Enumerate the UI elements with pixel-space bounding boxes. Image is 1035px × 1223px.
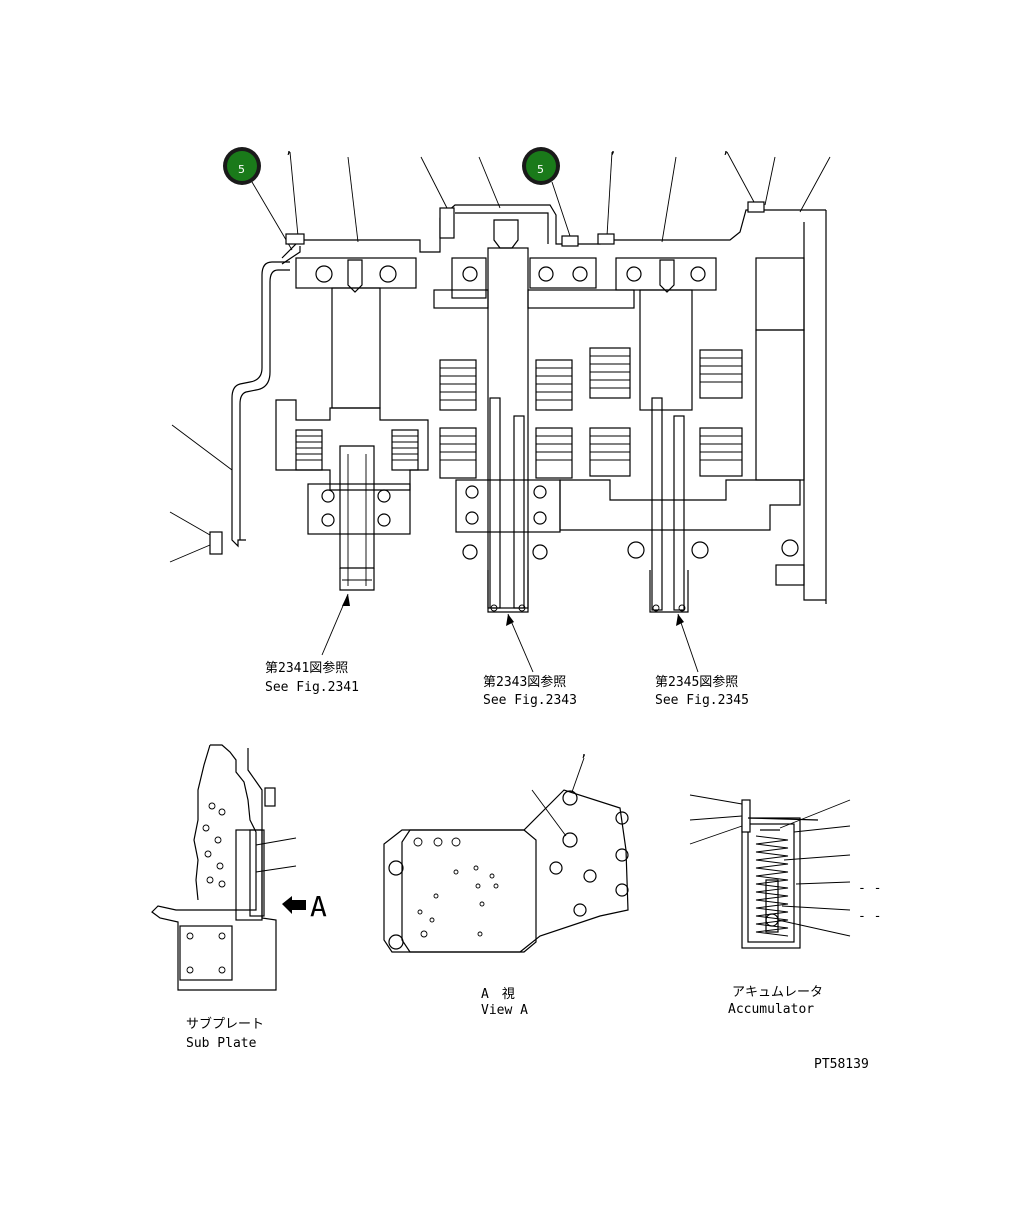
view-a-label-en: View A <box>481 1003 528 1018</box>
reference-fig-2341[interactable]: 第2341図参照 See Fig.2341 <box>265 660 359 695</box>
reference-en: See Fig.2341 <box>265 680 359 695</box>
shaft-left <box>275 257 429 591</box>
reference-arrows <box>321 593 699 673</box>
accumulator-label-jp: アキュムレータ <box>732 985 823 1000</box>
reference-en: See Fig.2345 <box>655 693 749 708</box>
reference-fig-2343[interactable]: 第2343図参照 See Fig.2343 <box>483 674 577 708</box>
view-a-detail: , A 視 View A <box>383 745 629 1018</box>
accumulator-label-en: Accumulator <box>728 1002 814 1017</box>
bolts <box>285 201 765 293</box>
sub-plate-label-en: Sub Plate <box>186 1036 257 1051</box>
reference-jp: 第2341図参照 <box>265 660 348 676</box>
transmission-assembly: , , , <box>169 142 831 673</box>
drawing-number: PT58139 <box>814 1057 869 1072</box>
shaft-center <box>433 247 635 613</box>
svg-text:,: , <box>580 745 588 760</box>
callout-badge-2[interactable]: 5 <box>522 147 560 185</box>
svg-text:,: , <box>609 142 617 157</box>
badge-label: 5 <box>537 163 544 176</box>
view-a-label-jp: A 視 <box>481 987 515 1002</box>
shaft-right <box>559 257 805 613</box>
sub-plate-detail: A サブプレート Sub Plate <box>151 744 327 1051</box>
reference-en: See Fig.2343 <box>483 693 577 708</box>
view-arrow-label: A <box>310 890 327 923</box>
svg-text:- -: - - <box>858 909 881 924</box>
svg-text:,: , <box>722 142 730 157</box>
reference-jp: 第2345図参照 <box>655 674 738 690</box>
leader-lines-top: , , , <box>251 142 831 251</box>
sub-plate-label-jp: サブプレート <box>186 1016 264 1032</box>
accumulator-detail: - - - - アキュムレータ Accumulator <box>689 794 881 1017</box>
callout-badge-1[interactable]: 5 <box>223 147 261 185</box>
badge-label: 5 <box>238 163 245 176</box>
view-direction-arrow-icon <box>282 896 306 914</box>
reference-jp: 第2343図参照 <box>483 674 566 690</box>
svg-text:,: , <box>285 142 293 157</box>
svg-text:- -: - - <box>858 881 881 896</box>
reference-fig-2345[interactable]: 第2345図参照 See Fig.2345 <box>655 674 749 708</box>
